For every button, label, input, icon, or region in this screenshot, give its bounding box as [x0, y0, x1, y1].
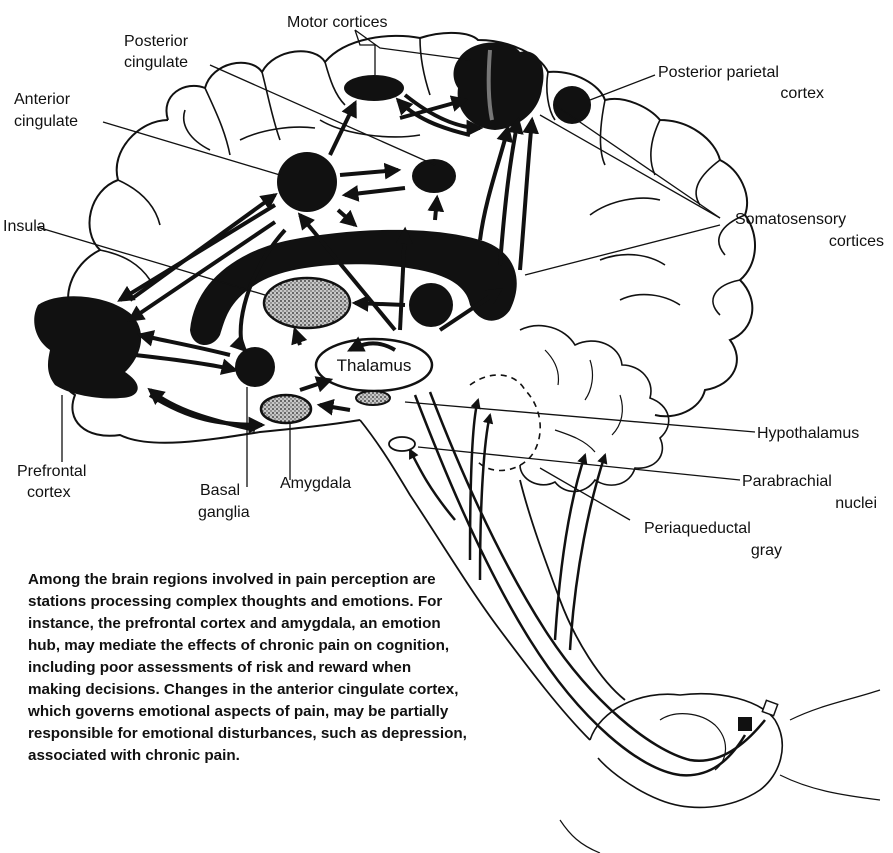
spinal-dark-square — [738, 717, 752, 731]
hypothalamus-label: Hypothalamus — [757, 425, 859, 442]
somatosensory-node — [409, 283, 453, 327]
parabrachial-label-1: Parabrachial — [742, 473, 832, 490]
prefrontal-label-2: cortex — [27, 484, 71, 501]
basal-ganglia-label-1: Basal — [200, 482, 240, 499]
anterior-cingulate-label-2: cingulate — [14, 113, 78, 130]
basal-ganglia-node — [235, 347, 275, 387]
periaqueductal-label-1: Periaqueductal — [644, 520, 751, 537]
thalamus-label: Thalamus — [337, 356, 412, 375]
motor-parietal-blob — [454, 42, 544, 130]
somatosensory-label-2: cortices — [829, 233, 884, 250]
periaqueductal-label-2: gray — [751, 542, 782, 559]
somatosensory-label-1: Somatosensory — [735, 211, 846, 228]
motor-cortices-label: Motor cortices — [287, 14, 387, 31]
posterior-parietal-label-1: Posterior parietal — [658, 64, 779, 81]
posterior-parietal-node — [553, 86, 591, 124]
anterior-cingulate-label-1: Anterior — [14, 91, 71, 108]
insula-node — [264, 278, 350, 328]
posterior-parietal-label-2: cortex — [780, 85, 824, 102]
parabrachial-label-2: nuclei — [835, 495, 877, 512]
diagram-caption: Among the brain regions involved in pain… — [28, 569, 468, 767]
posterior-cingulate-label-1: Posterior — [124, 33, 189, 50]
amygdala-label: Amygdala — [280, 475, 351, 492]
posterior-cingulate-node — [344, 75, 404, 101]
insula-label: Insula — [3, 218, 46, 235]
basal-ganglia-label-2: ganglia — [198, 504, 250, 521]
posterior-cingulate-label-2: cingulate — [124, 54, 188, 71]
pag-node — [389, 437, 415, 451]
cerebellum-folia — [545, 350, 622, 452]
anterior-cingulate-node — [277, 152, 337, 212]
prefrontal-cortex-blob — [34, 296, 141, 398]
hypothalamus-node — [356, 391, 390, 405]
amygdala-node — [261, 395, 311, 423]
prefrontal-label-1: Prefrontal — [17, 463, 86, 480]
cerebellum — [520, 326, 669, 492]
spinal-cord-section — [590, 694, 782, 808]
spinal-light-square — [762, 700, 777, 715]
